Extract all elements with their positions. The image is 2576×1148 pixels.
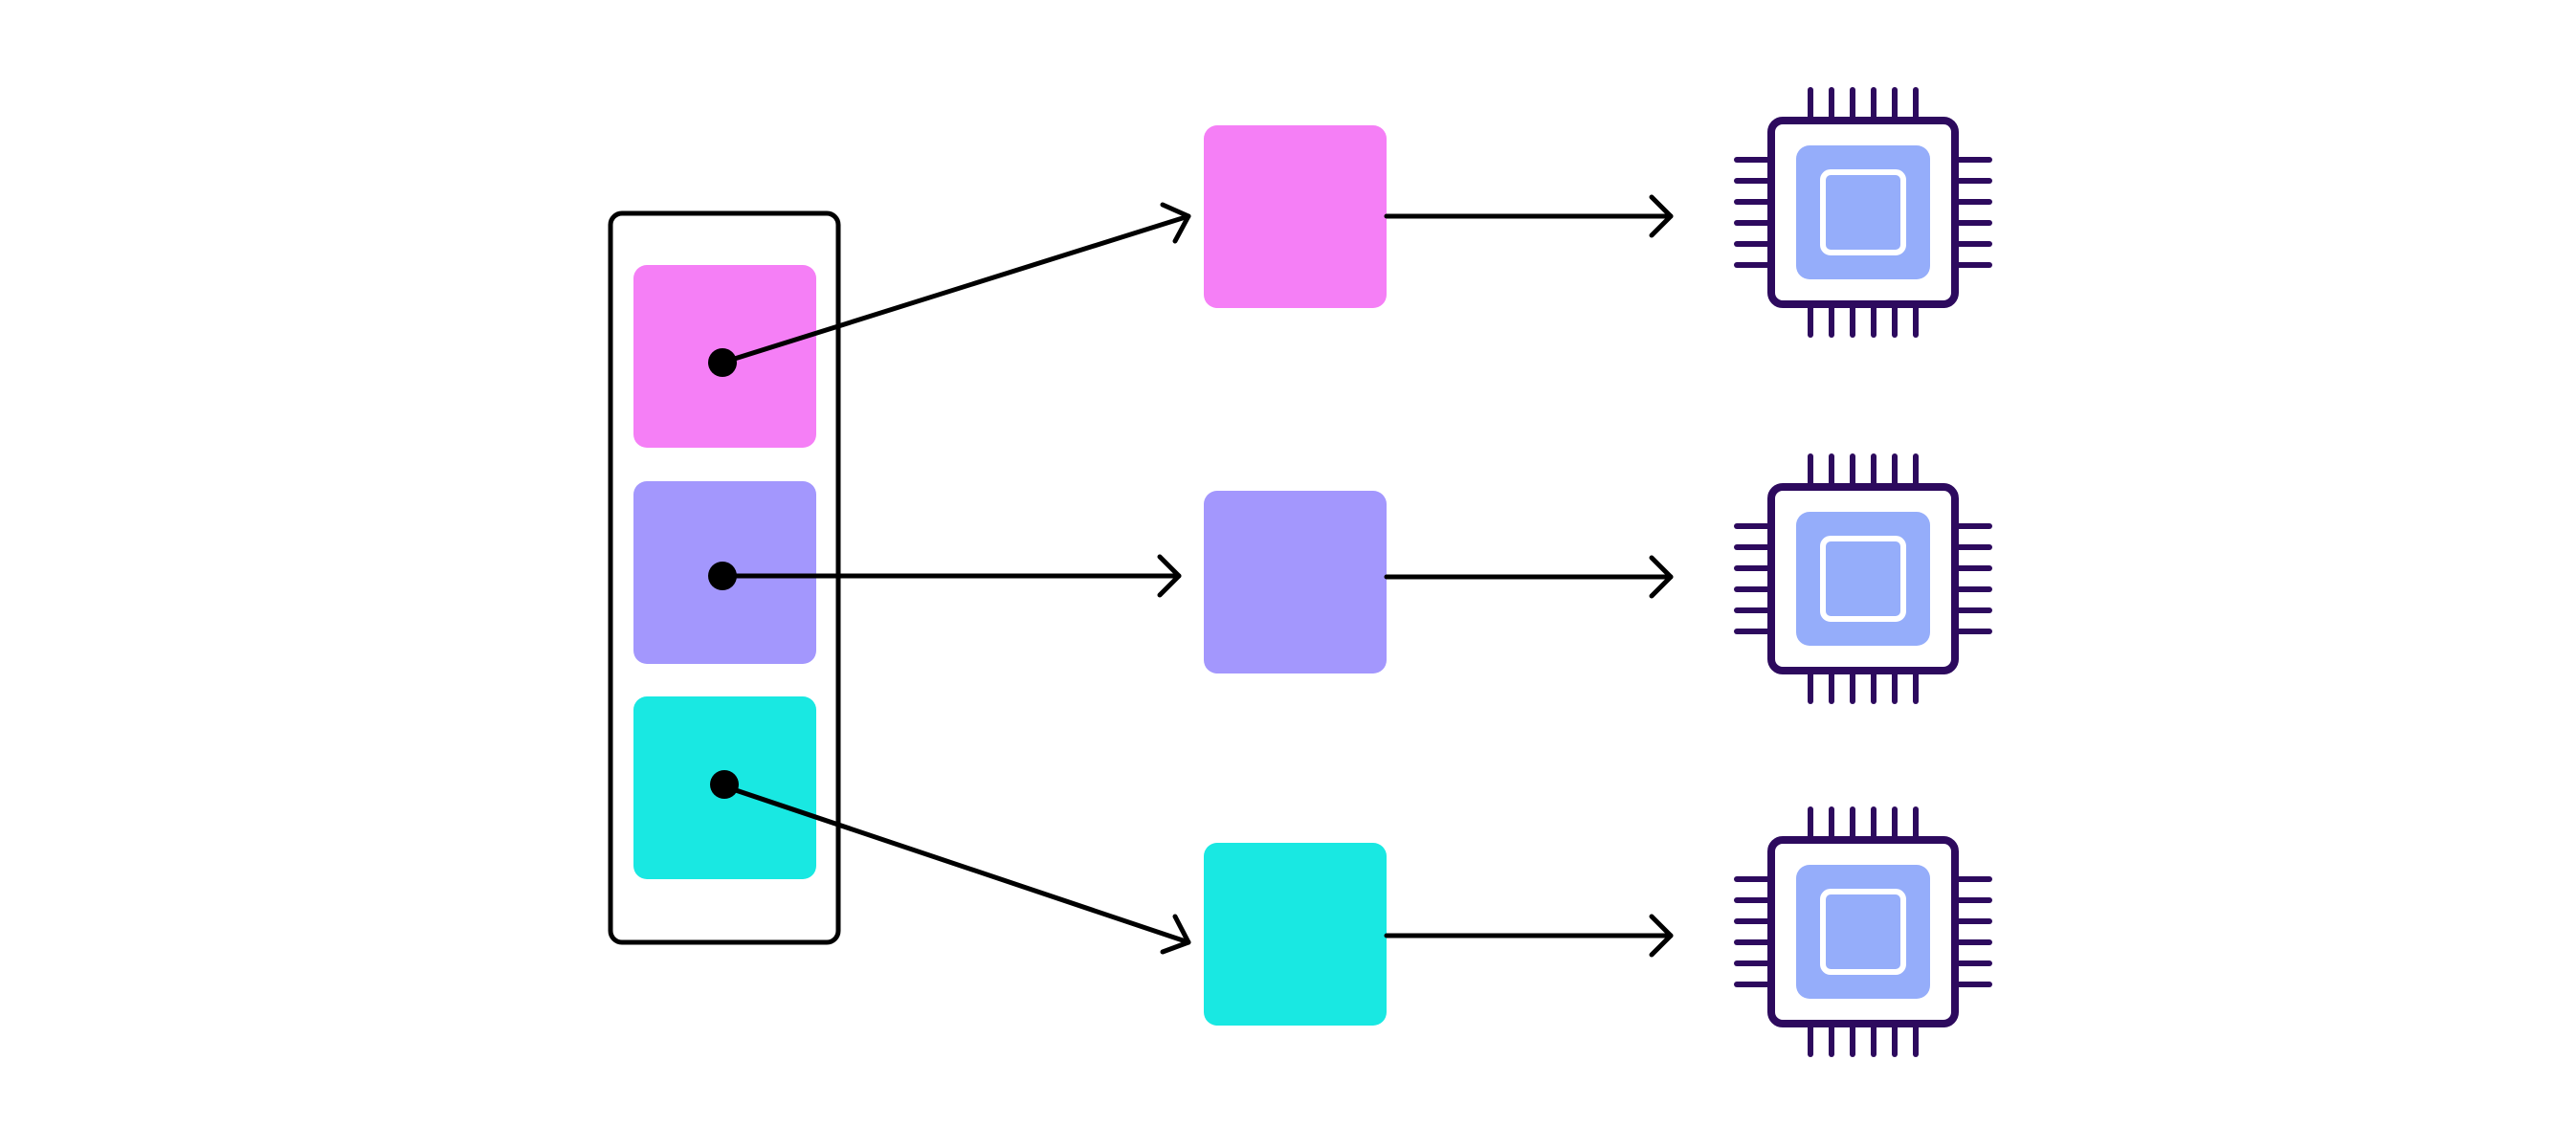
cpu-chip-icon xyxy=(1734,453,1992,704)
chip-die xyxy=(1820,169,1906,255)
output-block-1 xyxy=(1204,125,1387,308)
output-block-2 xyxy=(1204,491,1387,673)
compute-arrow-1-head xyxy=(1649,194,1674,238)
split-arrow-1-head xyxy=(1160,202,1191,244)
item-dot-1 xyxy=(708,348,737,377)
compute-arrow-2-head xyxy=(1649,555,1674,599)
split-arrow-1-line xyxy=(720,213,1191,365)
cpu-chip-icon xyxy=(1734,87,1992,338)
split-arrow-3-head xyxy=(1160,914,1191,955)
compute-arrow-3-head xyxy=(1649,914,1674,958)
chips xyxy=(1734,87,1992,1057)
split-arrow-3-line xyxy=(722,784,1191,945)
output-blocks xyxy=(1204,125,1387,1026)
chip-pins xyxy=(1734,87,1992,338)
chip-pins xyxy=(1734,806,1992,1057)
split-arrows xyxy=(720,202,1191,955)
chip-pins xyxy=(1734,453,1992,704)
item-dot-3 xyxy=(710,770,739,799)
item-dots xyxy=(708,348,739,799)
compute-arrows xyxy=(1384,194,1674,958)
item-dot-2 xyxy=(708,562,737,590)
split-arrow-2-head xyxy=(1157,554,1182,598)
chip-die xyxy=(1820,536,1906,622)
chip-die xyxy=(1820,889,1906,975)
output-block-3 xyxy=(1204,843,1387,1026)
cpu-chip-icon xyxy=(1734,806,1992,1057)
